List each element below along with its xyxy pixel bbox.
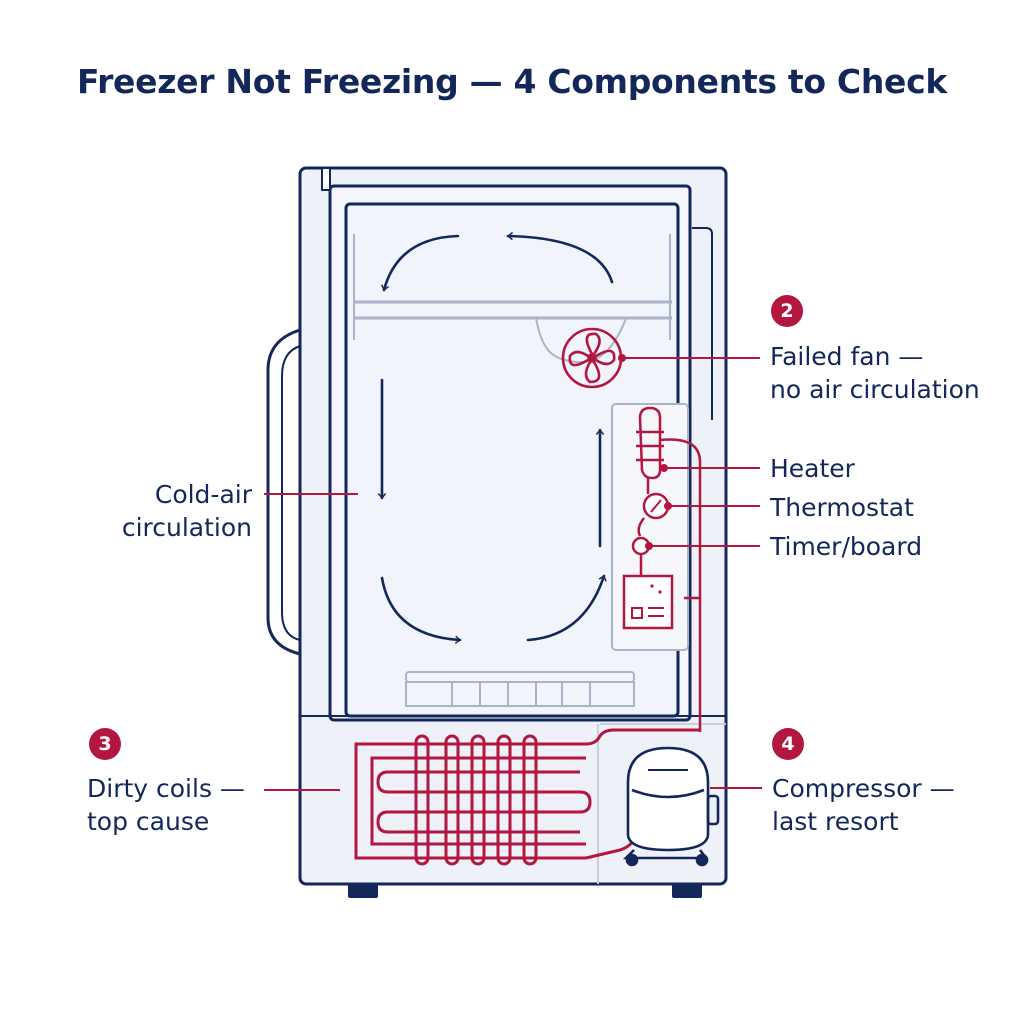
condenser-coils-icon (354, 728, 700, 866)
badge-fan: 2 (771, 295, 803, 327)
bottom-vent (405, 671, 635, 707)
label-failed-fan-line2: no air circulation (770, 375, 980, 404)
label-dirty-coils: Dirty coils — top cause (87, 772, 245, 838)
label-cold-air-circulation: Cold-air circulation (100, 478, 252, 544)
label-failed-fan-line1: Failed fan — (770, 342, 924, 371)
page-title: Freezer Not Freezing — 4 Components to C… (76, 62, 948, 101)
callout-leaders (264, 354, 762, 791)
label-thermostat: Thermostat (770, 493, 914, 522)
label-heater: Heater (770, 454, 855, 483)
label-failed-fan: Failed fan — no air circulation (770, 340, 980, 406)
airflow-arrows (377, 231, 614, 644)
control-board-icon (622, 574, 674, 630)
compressor-icon (622, 746, 720, 867)
label-compressor-line1: Compressor — (772, 774, 955, 803)
door-handle[interactable] (266, 328, 301, 656)
label-dirty-coils-line2: top cause (87, 807, 210, 836)
badge-coils: 3 (89, 728, 121, 760)
label-cold-air-line2: circulation (121, 513, 252, 542)
label-timer-board: Timer/board (770, 532, 923, 561)
defrost-panel (611, 403, 702, 732)
label-compressor-line2: last resort (772, 807, 899, 836)
label-compressor: Compressor — last resort (772, 772, 955, 838)
shelf (353, 234, 672, 364)
label-cold-air-line1: Cold-air (154, 480, 252, 509)
badge-compressor: 4 (772, 728, 804, 760)
heater-icon (638, 406, 662, 480)
label-dirty-coils-line1: Dirty coils — (87, 774, 245, 803)
